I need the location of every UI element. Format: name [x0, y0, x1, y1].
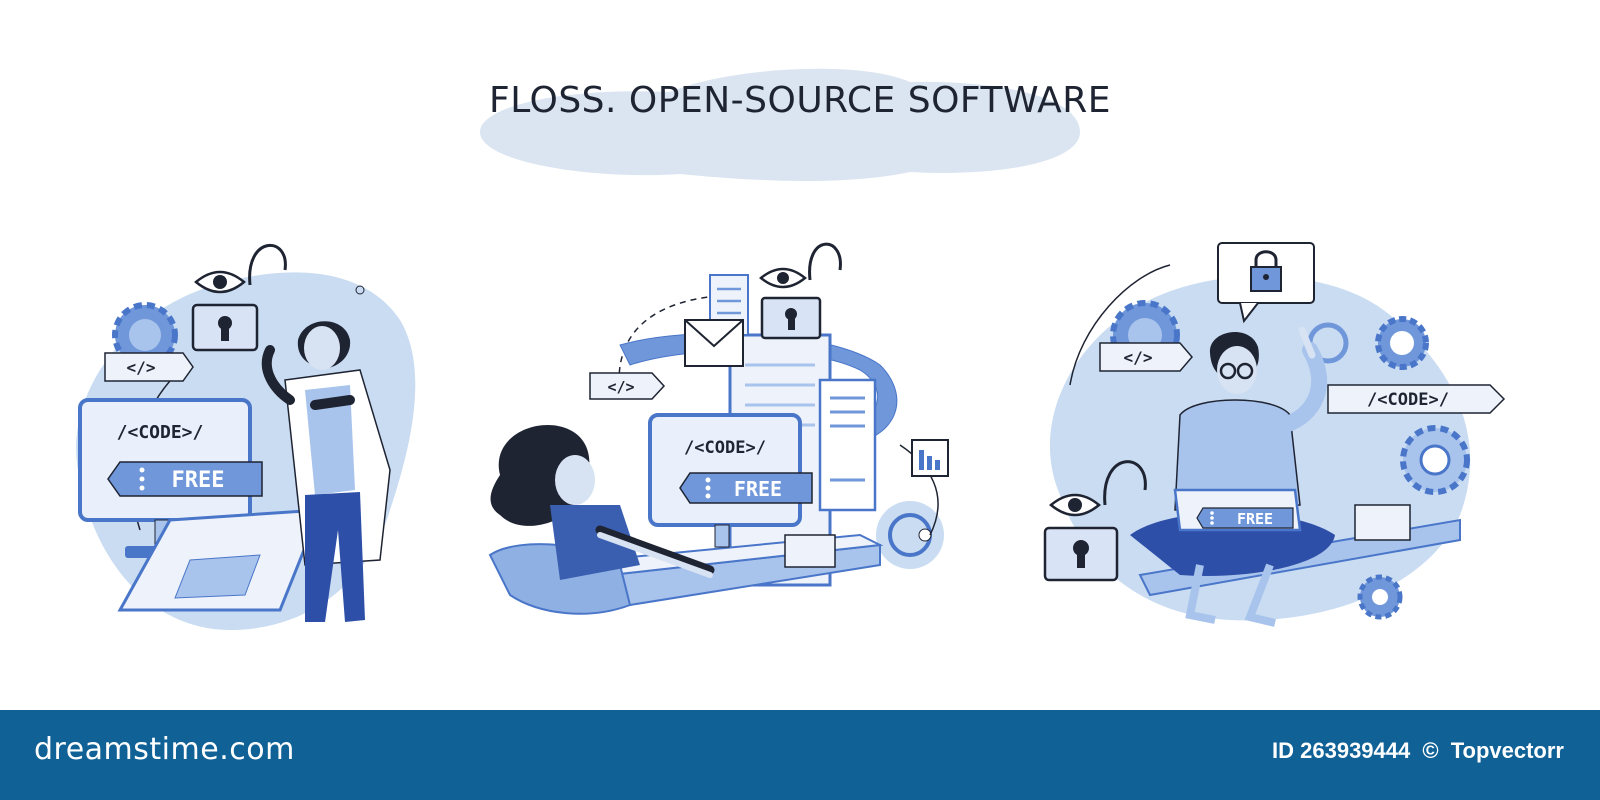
eye-icon: [1049, 493, 1101, 517]
scene3-tag-text: </>: [1124, 348, 1153, 367]
scene1-free-text: FREE: [172, 468, 225, 493]
envelope-icon: [684, 319, 744, 367]
scene-developer-standing: </> /<CODE>/ FREE: [76, 244, 416, 630]
padlock-icon: [1043, 526, 1119, 582]
developer-person: [490, 425, 715, 580]
code-tag-badge: </>: [589, 372, 666, 400]
title-area: FLOSS. OPEN-SOURCE SOFTWARE: [440, 62, 1160, 192]
padlock-icon: [760, 296, 822, 340]
monitor: /<CODE>/ FREE: [648, 413, 813, 548]
document-icon: [818, 378, 877, 512]
brand-logo[interactable]: dreamstime.com: [34, 732, 295, 767]
gear-icon: [112, 302, 178, 368]
code-badge: /<CODE>/: [1327, 384, 1506, 414]
copyright-icon: ©: [1422, 738, 1439, 763]
gear-icon: [1375, 316, 1429, 370]
developer-person: [261, 321, 391, 622]
eye-icon: [759, 267, 807, 289]
author-name[interactable]: Topvectorr: [1450, 738, 1564, 763]
image-credit: ID 263939444 © Topvectorr: [1266, 738, 1564, 764]
scene-developer-laptop: </> /<CODE>/: [1043, 242, 1506, 627]
page-title: FLOSS. OPEN-SOURCE SOFTWARE: [489, 80, 1111, 121]
scene3-code-text: /<CODE>/: [1367, 390, 1449, 410]
scene2-free-text: FREE: [734, 477, 782, 501]
gear-icon: [1400, 425, 1470, 495]
chart-icon: [911, 439, 949, 477]
code-tag-badge: </>: [104, 352, 194, 382]
gear-icon: [1357, 574, 1403, 620]
code-tag-badge: </>: [1099, 342, 1193, 372]
scene2-tag-text: </>: [607, 378, 634, 396]
laptop: FREE: [1173, 488, 1302, 532]
scene1-tag-text: </>: [127, 358, 156, 377]
padlock-icon: [1217, 242, 1315, 324]
title-cloud-shape: [480, 68, 1080, 181]
footer-bar: dreamstime.com ID 263939444 © Topvectorr: [0, 710, 1600, 800]
eye-icon: [194, 270, 246, 294]
image-id: ID 263939444: [1272, 738, 1411, 763]
padlock-icon: [191, 303, 259, 352]
illustration-canvas: FLOSS. OPEN-SOURCE SOFTWARE </>: [76, 62, 1506, 630]
scene-developer-sitting: </> /<CODE>/ FREE: [488, 242, 949, 615]
scene2-code-text: /<CODE>/: [684, 438, 766, 458]
scene1-code-text: /<CODE>/: [117, 422, 204, 443]
scene3-free-text: FREE: [1237, 510, 1273, 528]
